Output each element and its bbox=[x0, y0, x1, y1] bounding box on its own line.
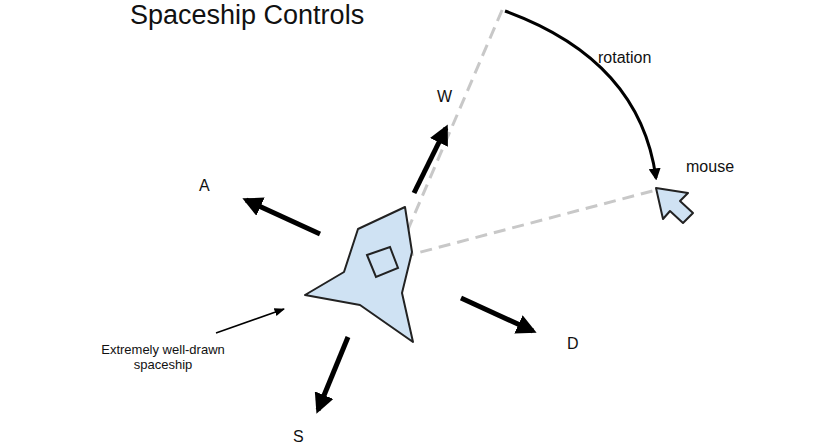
annotation-label: rotation bbox=[598, 49, 651, 67]
s-arrow bbox=[318, 337, 348, 410]
key-label: W bbox=[437, 88, 452, 106]
a-arrow bbox=[246, 200, 320, 234]
key-label: D bbox=[567, 335, 579, 353]
key-label: S bbox=[293, 428, 304, 446]
annotation-label: mouse bbox=[686, 158, 734, 176]
mouse-guide bbox=[402, 190, 656, 257]
w-arrow bbox=[414, 128, 446, 193]
key-label: A bbox=[199, 177, 210, 195]
mouse-cursor bbox=[656, 188, 693, 223]
d-arrow bbox=[461, 298, 533, 331]
spaceship-body bbox=[305, 207, 413, 342]
diagram-title: Spaceship Controls bbox=[130, 0, 364, 31]
callout-label: Extremely well-drawn spaceship bbox=[88, 343, 238, 373]
rotation-arc bbox=[505, 11, 656, 178]
leader-line bbox=[216, 309, 284, 333]
spaceship-window bbox=[367, 247, 398, 277]
heading-guide bbox=[400, 8, 503, 248]
